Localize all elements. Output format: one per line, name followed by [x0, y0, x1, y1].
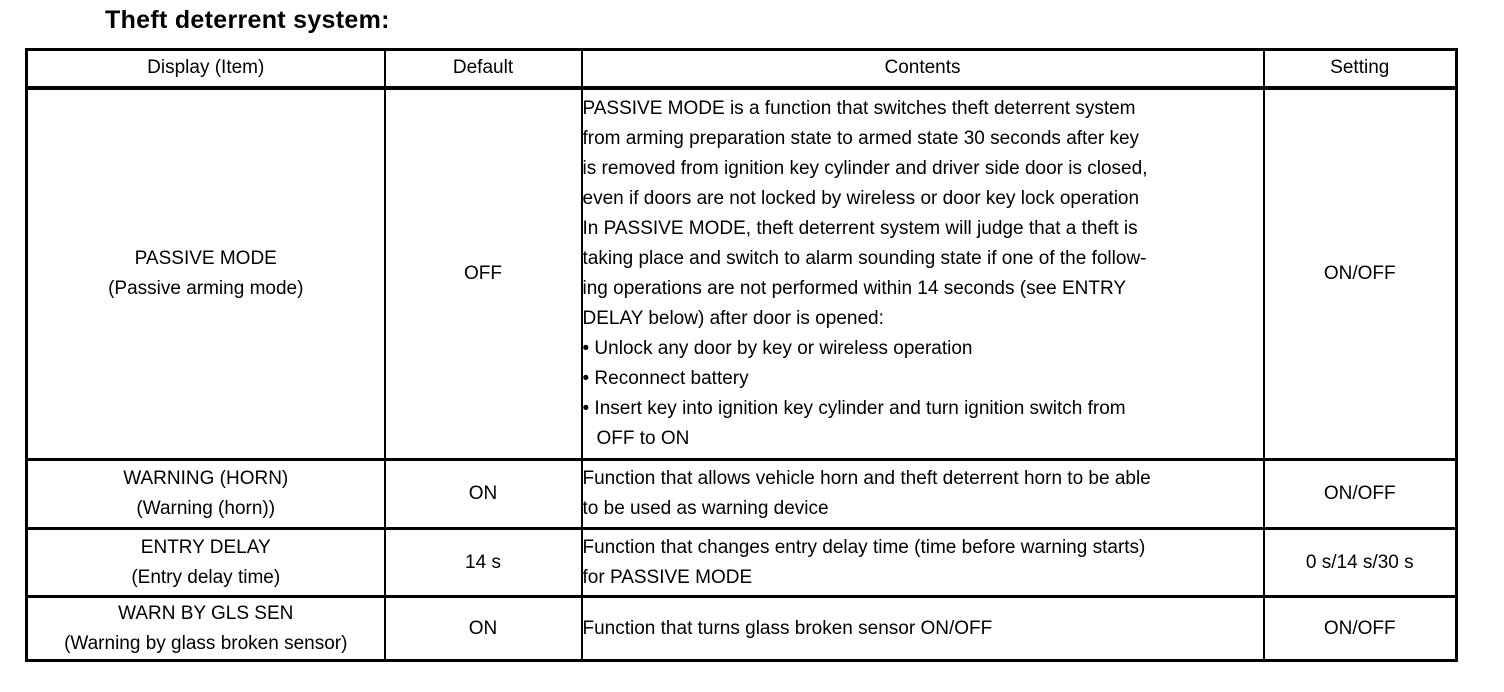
- contents-bullet-line: • Reconnect battery: [582, 367, 749, 389]
- contents-line: PASSIVE MODE is a function that switches…: [582, 97, 1136, 119]
- table-row-passive-mode: PASSIVE MODE (Passive arming mode) OFF P…: [25, 86, 1458, 461]
- column-header-setting: Setting: [1262, 48, 1458, 90]
- item-name: PASSIVE MODE: [134, 247, 277, 269]
- contents-cell: Function that allows vehicle horn and th…: [580, 458, 1265, 530]
- theft-deterrent-table: Display (Item) Default Contents Setting …: [25, 48, 1458, 662]
- contents-line: taking place and switch to alarm soundin…: [582, 247, 1147, 269]
- item-subname: (Passive arming mode): [108, 277, 304, 299]
- item-name: WARNING (HORN): [123, 468, 289, 489]
- item-subname: (Entry delay time): [131, 566, 281, 588]
- item-cell: WARNING (HORN) (Warning (horn)): [25, 458, 386, 530]
- table-row-warning-horn: WARNING (HORN) (Warning (horn)) ON Funct…: [25, 458, 1458, 530]
- contents-line: for PASSIVE MODE: [582, 566, 753, 588]
- contents-line: from arming preparation state to armed s…: [582, 127, 1140, 149]
- table-row-entry-delay: ENTRY DELAY (Entry delay time) 14 s Func…: [25, 527, 1458, 598]
- column-header-display-item: Display (Item): [25, 48, 386, 90]
- item-subname: (Warning (horn)): [136, 498, 276, 519]
- contents-cell: Function that turns glass broken sensor …: [580, 595, 1265, 662]
- default-cell: OFF: [383, 86, 583, 461]
- column-header-contents: Contents: [580, 48, 1265, 90]
- contents-bullet-line: • Unlock any door by key or wireless ope…: [582, 337, 973, 359]
- header-row: Display (Item) Default Contents Setting: [25, 48, 1458, 90]
- contents-line: Function that changes entry delay time (…: [582, 536, 1146, 558]
- setting-cell: ON/OFF: [1262, 86, 1458, 461]
- default-cell: ON: [383, 458, 583, 530]
- contents-line: to be used as warning device: [582, 498, 829, 519]
- default-cell: 14 s: [383, 527, 583, 598]
- contents-line: is removed from ignition key cylinder an…: [582, 157, 1148, 179]
- column-header-default: Default: [383, 48, 583, 90]
- contents-line: even if doors are not locked by wireless…: [582, 187, 1140, 209]
- item-subname: (Warning by glass broken sensor): [64, 632, 348, 654]
- contents-line: In PASSIVE MODE, theft deterrent system …: [582, 217, 1138, 239]
- item-cell: ENTRY DELAY (Entry delay time): [25, 527, 386, 598]
- setting-cell: ON/OFF: [1262, 595, 1458, 662]
- contents-line: ing operations are not performed within …: [582, 277, 1127, 299]
- item-cell: PASSIVE MODE (Passive arming mode): [25, 86, 386, 461]
- table-row-warn-by-gls-sen: WARN BY GLS SEN (Warning by glass broken…: [25, 595, 1458, 662]
- contents-line: DELAY below) after door is opened:: [582, 307, 884, 329]
- contents-cell: Function that changes entry delay time (…: [580, 527, 1265, 598]
- item-name: WARN BY GLS SEN: [118, 602, 294, 624]
- setting-cell: ON/OFF: [1262, 458, 1458, 530]
- contents-line-continuation: OFF to ON: [596, 427, 690, 449]
- setting-cell: 0 s/14 s/30 s: [1262, 527, 1458, 598]
- default-cell: ON: [383, 595, 583, 662]
- item-cell: WARN BY GLS SEN (Warning by glass broken…: [25, 595, 386, 662]
- contents-bullet-line: • Insert key into ignition key cylinder …: [582, 397, 1126, 419]
- contents-cell: PASSIVE MODE is a function that switches…: [580, 86, 1265, 461]
- item-name: ENTRY DELAY: [140, 536, 271, 558]
- contents-line: Function that turns glass broken sensor …: [582, 617, 993, 639]
- contents-line: Function that allows vehicle horn and th…: [582, 468, 1151, 489]
- page-title: Theft deterrent system:: [105, 6, 390, 34]
